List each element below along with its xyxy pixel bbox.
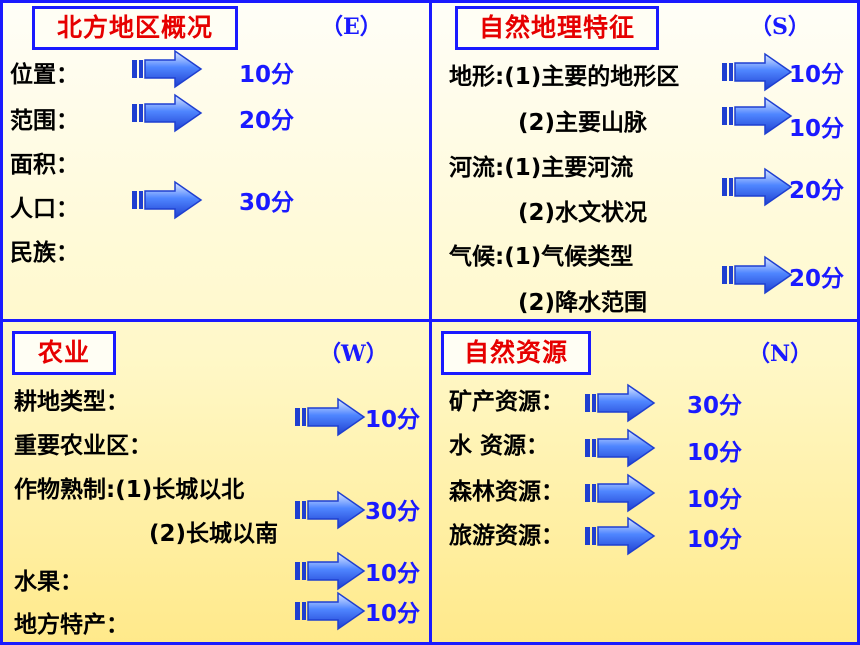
block-arrow-right-icon — [721, 167, 793, 207]
panel-overview: 北方地区概况 （E） 位置： 范围： 面积： 人口： 民族： 10分 20分 3… — [0, 0, 432, 322]
block-arrow-right-icon — [584, 383, 656, 423]
row-label: (2)水文状况 — [518, 200, 648, 226]
panel-natural-resources: 自然资源 （N） 矿产资源： 水 资源： 森林资源： 旅游资源： 30分 10分… — [429, 319, 860, 645]
row-label: 矿产资源： — [449, 389, 564, 415]
block-arrow-right-icon — [584, 516, 656, 556]
score-value: 20分 — [239, 108, 295, 134]
score-value: 10分 — [365, 407, 421, 433]
row-label: 气候:(1)气候类型 — [449, 244, 634, 270]
block-arrow-right-icon — [294, 397, 366, 437]
block-arrow-right-icon — [721, 255, 793, 295]
score-value: 20分 — [789, 178, 845, 204]
score-value: 10分 — [239, 62, 295, 88]
panel-code: （E） — [321, 14, 382, 40]
block-arrow-right-icon — [584, 428, 656, 468]
row-label: 面积： — [10, 152, 79, 178]
panel-natural-geography: 自然地理特征 （S） 地形:(1)主要的地形区 (2)主要山脉 河流:(1)主要… — [429, 0, 860, 322]
row-label: 重要农业区： — [14, 433, 152, 459]
panel-title: 北方地区概况 — [32, 6, 238, 50]
block-arrow-right-icon — [294, 490, 366, 530]
row-label: 作物熟制:(1)长城以北 — [14, 477, 245, 503]
block-arrow-right-icon — [721, 52, 793, 92]
row-label: 范围： — [10, 108, 79, 134]
row-label: 河流:(1)主要河流 — [449, 155, 634, 181]
row-label: 地形:(1)主要的地形区 — [449, 64, 680, 90]
score-value: 10分 — [687, 487, 743, 513]
row-label: 位置： — [10, 62, 79, 88]
row-label: (2)长城以南 — [149, 521, 279, 547]
row-label: 水果： — [14, 569, 83, 595]
block-arrow-right-icon — [131, 180, 203, 220]
panel-title: 自然资源 — [441, 331, 591, 375]
score-value: 10分 — [789, 116, 845, 142]
score-value: 10分 — [789, 62, 845, 88]
score-value: 30分 — [239, 190, 295, 216]
score-value: 20分 — [789, 266, 845, 292]
score-value: 30分 — [687, 393, 743, 419]
row-label: (2)降水范围 — [518, 290, 648, 316]
score-value: 30分 — [365, 499, 421, 525]
row-label: 森林资源： — [449, 479, 564, 505]
row-label: 人口： — [10, 196, 79, 222]
score-value: 10分 — [687, 440, 743, 466]
panel-title: 自然地理特征 — [455, 6, 659, 50]
row-label: (2)主要山脉 — [518, 110, 648, 136]
row-label: 民族： — [10, 240, 79, 266]
row-label: 耕地类型： — [14, 389, 129, 415]
block-arrow-right-icon — [294, 551, 366, 591]
panel-code: （N） — [748, 341, 813, 367]
panel-code: （S） — [750, 14, 810, 40]
block-arrow-right-icon — [294, 591, 366, 631]
block-arrow-right-icon — [721, 96, 793, 136]
row-label: 水 资源： — [449, 433, 550, 459]
row-label: 地方特产： — [14, 612, 129, 638]
block-arrow-right-icon — [131, 49, 203, 89]
panel-title: 农业 — [12, 331, 116, 375]
score-value: 10分 — [365, 601, 421, 627]
score-value: 10分 — [365, 561, 421, 587]
row-label: 旅游资源： — [449, 523, 564, 549]
panel-code: （W） — [319, 341, 388, 367]
panel-agriculture: 农业 （W） 耕地类型： 重要农业区： 作物熟制:(1)长城以北 (2)长城以南… — [0, 319, 432, 645]
block-arrow-right-icon — [131, 93, 203, 133]
block-arrow-right-icon — [584, 473, 656, 513]
score-value: 10分 — [687, 527, 743, 553]
